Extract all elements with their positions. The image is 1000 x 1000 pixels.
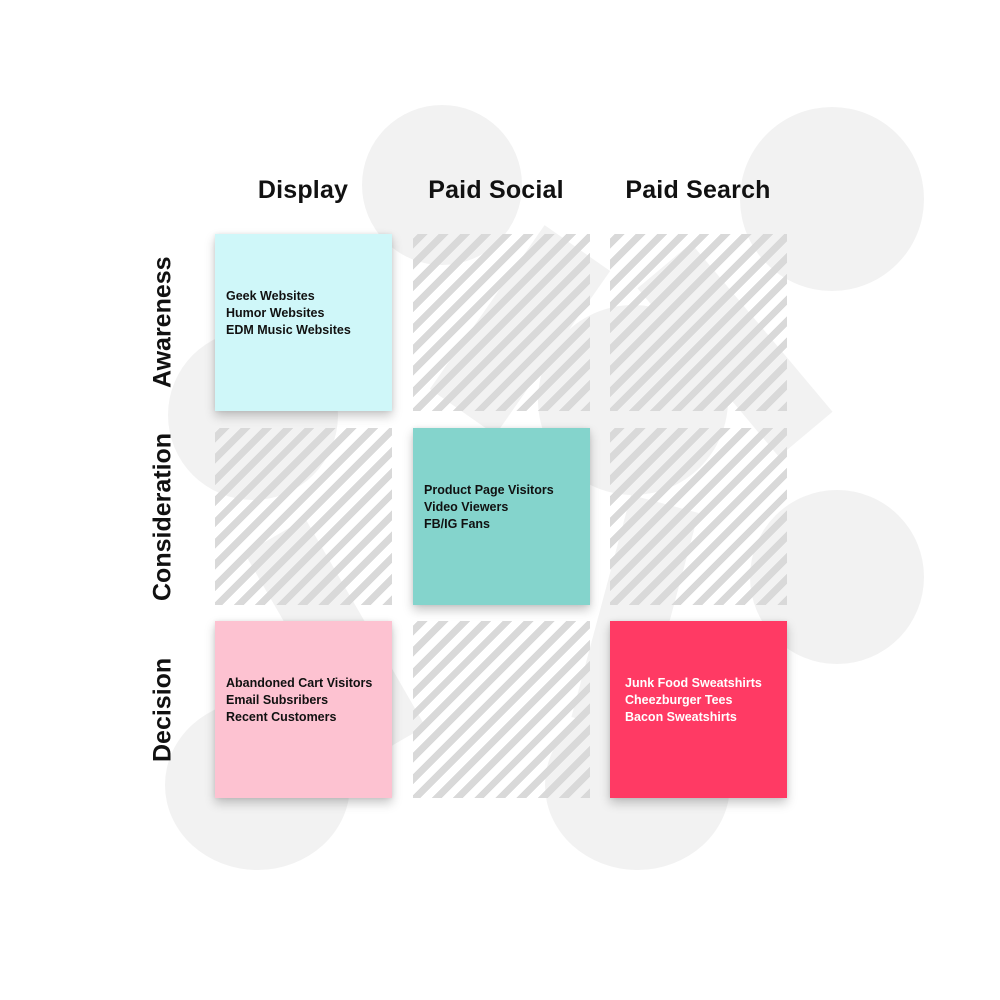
cell-item: Recent Customers: [226, 710, 337, 724]
cell-item: Abandoned Cart Visitors: [226, 676, 373, 690]
cell-consideration-paid-social: Product Page Visitors Video Viewers FB/I…: [413, 428, 590, 605]
cell-decision-paid-search: Junk Food Sweatshirts Cheezburger Tees B…: [610, 621, 787, 798]
cell-decision-paid-social-empty: [413, 621, 590, 798]
cell-item: Email Subsribers: [226, 693, 329, 707]
row-header-awareness: Awareness: [148, 256, 177, 389]
column-header-paid-social: Paid Social: [428, 176, 564, 204]
cell-consideration-paid-search-empty: [610, 428, 787, 605]
column-header-display: Display: [257, 176, 349, 204]
row-header-consideration: Consideration: [148, 432, 177, 601]
cell-item: Bacon Sweatshirts: [625, 710, 737, 724]
column-header-paid-search: Paid Search: [625, 176, 771, 204]
cell-awareness-paid-search-empty: [610, 234, 787, 411]
cell-awareness-paid-social-empty: [413, 234, 590, 411]
cell-item: Video Viewers: [424, 500, 509, 514]
cell-decision-display: Abandoned Cart Visitors Email Subsribers…: [215, 621, 392, 798]
cell-item: Geek Websites: [226, 289, 315, 303]
cell-item: Product Page Visitors: [424, 483, 554, 497]
cell-item: Humor Websites: [226, 306, 325, 320]
cell-item: EDM Music Websites: [226, 323, 351, 337]
cell-awareness-display: Geek Websites Humor Websites EDM Music W…: [215, 234, 392, 411]
cell-item: Junk Food Sweatshirts: [625, 676, 762, 690]
cell-item: Cheezburger Tees: [625, 693, 733, 707]
cell-item: FB/IG Fans: [424, 517, 490, 531]
row-header-decision: Decision: [148, 657, 177, 762]
cell-consideration-display-empty: [215, 428, 392, 605]
